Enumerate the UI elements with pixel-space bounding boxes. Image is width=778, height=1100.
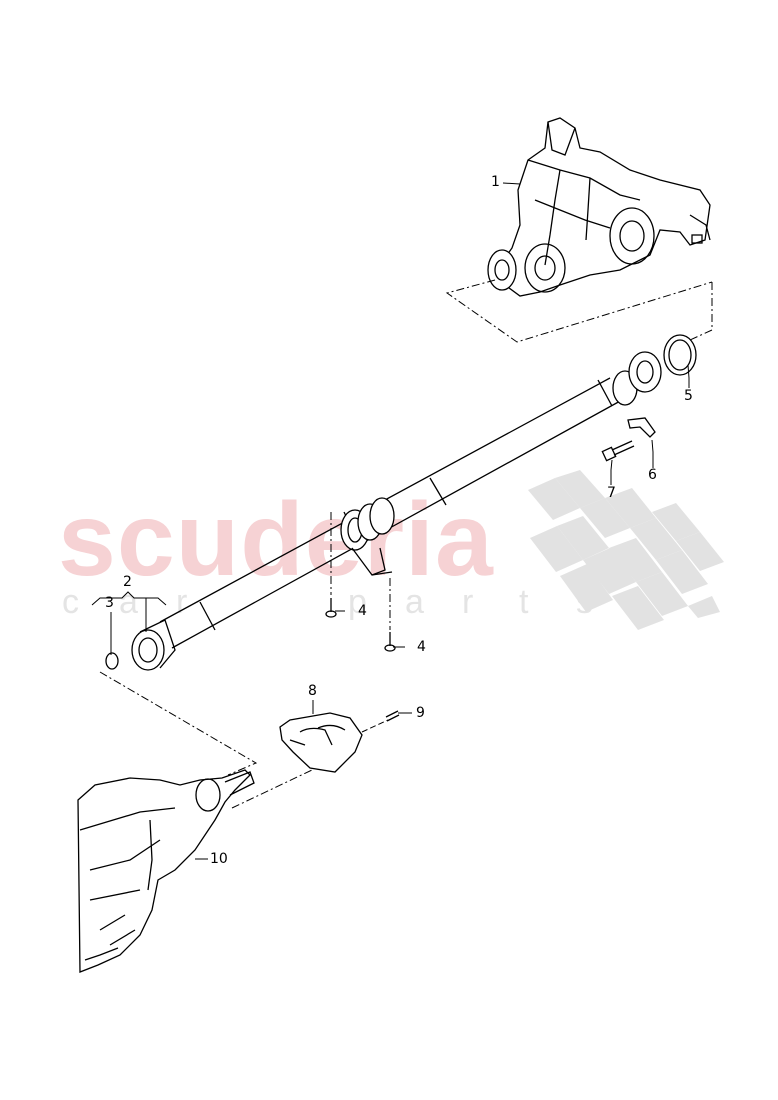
callout-8[interactable]: 8 — [308, 683, 317, 699]
socket-bolt — [601, 440, 635, 462]
callout-2[interactable]: 2 — [123, 574, 132, 590]
gasket-ring — [663, 334, 697, 376]
differential-housing — [487, 117, 711, 297]
propeller-shaft — [131, 351, 662, 671]
callout-1[interactable]: 1 — [491, 174, 500, 190]
watermark-scuderia: scuderia — [58, 482, 494, 598]
heat-shield — [279, 712, 363, 773]
callout-3[interactable]: 3 — [105, 595, 114, 611]
retaining-ring — [105, 652, 119, 670]
callout-10[interactable]: 10 — [210, 851, 228, 867]
callout-4a[interactable]: 4 — [358, 603, 367, 619]
bolt-4b — [384, 632, 396, 652]
bolt-4a — [325, 598, 337, 618]
callout-9[interactable]: 9 — [416, 705, 425, 721]
callout-6[interactable]: 6 — [648, 467, 657, 483]
callout-4b[interactable]: 4 — [417, 639, 426, 655]
callout-5[interactable]: 5 — [684, 388, 693, 404]
bolt-9 — [385, 710, 400, 722]
leader-lines — [91, 182, 690, 860]
line-art — [77, 117, 713, 973]
callout-7[interactable]: 7 — [607, 485, 616, 501]
alignment-line-diff — [445, 279, 713, 343]
transmission — [77, 769, 255, 973]
lock-plate — [627, 417, 656, 438]
checkered-flag-watermark — [528, 470, 724, 630]
